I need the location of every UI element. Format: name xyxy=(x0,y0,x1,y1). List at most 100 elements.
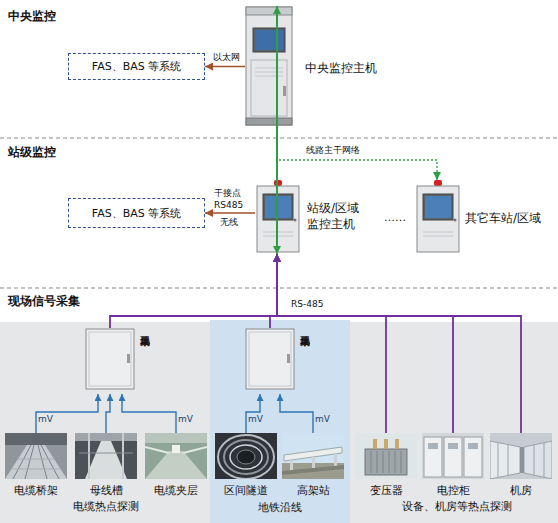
connector-label: mV xyxy=(178,415,193,425)
drawing-part xyxy=(417,186,459,252)
drawing-part xyxy=(86,329,134,389)
site-photo xyxy=(282,433,344,483)
box-text: FAS、BAS 等系统 xyxy=(92,206,181,221)
drawing-part xyxy=(75,433,137,441)
host-label: 中央监控主机 xyxy=(305,60,377,77)
drawing-part xyxy=(257,186,299,252)
connector-line xyxy=(277,254,386,433)
section-heading: 站级监控 xyxy=(8,146,56,159)
photo-illustration xyxy=(145,433,207,479)
site-photo: 电缆桥架 xyxy=(5,433,67,495)
drawing-part xyxy=(246,118,292,125)
drawing-part xyxy=(145,433,207,443)
drawing-part xyxy=(383,451,384,473)
box-text: FAS、BAS 等系统 xyxy=(92,59,181,74)
panel-illustration xyxy=(415,180,461,254)
drawing-part xyxy=(422,433,484,479)
drawing-part xyxy=(355,433,417,479)
drawing-part xyxy=(282,465,344,475)
drawing-part xyxy=(85,441,127,479)
connector-line xyxy=(205,66,245,68)
connector-line xyxy=(110,254,277,328)
drawing-part xyxy=(255,30,283,50)
connector-line xyxy=(205,212,255,214)
photo-illustration xyxy=(422,433,484,479)
host-label: 其它车站/区域 xyxy=(465,210,553,226)
connector-label: mV xyxy=(38,415,53,425)
drawing-part xyxy=(249,332,291,386)
site-photo xyxy=(490,433,552,483)
drawing-part xyxy=(255,76,283,77)
drawing-part xyxy=(251,60,287,116)
drawing-part xyxy=(520,447,524,473)
drawing-part xyxy=(255,68,283,69)
panel-illustration xyxy=(255,180,301,254)
drawing-part xyxy=(237,450,255,464)
drawing-part xyxy=(454,219,457,222)
panel-illustration xyxy=(255,180,301,258)
drawing-part xyxy=(218,435,274,479)
drawing-part xyxy=(127,354,130,363)
site-photo xyxy=(5,433,67,483)
drawing-part xyxy=(294,219,297,222)
connector-line xyxy=(122,394,176,433)
drawing-part xyxy=(423,232,453,233)
drawing-part xyxy=(5,433,67,445)
photo-caption: 电控柜 xyxy=(416,483,490,498)
drawing-part xyxy=(5,445,67,479)
photo-illustration xyxy=(215,433,277,479)
section-heading: 中央监控 xyxy=(8,10,56,23)
connector-label: RS-485 xyxy=(291,300,323,310)
drawing-part xyxy=(265,196,291,218)
connector-label: mV xyxy=(315,415,330,425)
connector-line xyxy=(106,394,110,433)
drawing-part xyxy=(274,180,282,186)
connector-line xyxy=(276,6,278,254)
drawing-part xyxy=(401,451,402,473)
drawing-part xyxy=(145,451,207,479)
drawing-part xyxy=(395,451,396,473)
drawing-part xyxy=(498,443,499,477)
cabinet-illustration xyxy=(245,6,293,126)
enclosure-illustration xyxy=(85,328,135,394)
drawing-part xyxy=(145,433,207,479)
connector-line xyxy=(270,254,277,328)
section-divider xyxy=(0,137,558,138)
drawing-part xyxy=(263,194,293,220)
drawing-part xyxy=(38,445,47,479)
drawing-part xyxy=(145,447,169,453)
host-label: 站级/区域 监控主机 xyxy=(307,200,369,232)
connector-line xyxy=(36,394,98,433)
drawing-part xyxy=(534,445,535,475)
drawing-part xyxy=(283,86,286,96)
drawing-part xyxy=(5,433,67,479)
drawing-part xyxy=(230,445,262,469)
drawing-part xyxy=(448,443,458,449)
drawing-part xyxy=(75,433,137,479)
drawing-part xyxy=(384,439,388,449)
drawing-part xyxy=(25,445,34,479)
band-label: 地铁沿线 xyxy=(210,500,350,515)
drawing-part xyxy=(246,7,292,15)
site-photo: 电缆夹层 xyxy=(145,433,207,495)
photo-caption: 电缆夹层 xyxy=(139,483,213,498)
drawing-part xyxy=(183,447,207,453)
group-label: 设备、机房等热点探测 xyxy=(380,501,534,513)
drawing-part xyxy=(464,437,482,477)
site-photo xyxy=(145,433,207,483)
drawing-part xyxy=(365,449,407,475)
photo-caption: 母线槽 xyxy=(69,483,143,498)
site-photo: 母线槽 xyxy=(75,433,137,495)
photo-caption: 高架站 xyxy=(276,483,350,498)
site-photo: 变压器 xyxy=(355,433,417,495)
connector-line xyxy=(246,394,260,433)
site-photo: 区间隧道 xyxy=(215,433,277,495)
station-host: 其它车站/区域 xyxy=(415,180,555,254)
central-host: 中央监控主机 xyxy=(245,6,380,126)
drawing-part xyxy=(172,445,180,453)
drawing-part xyxy=(424,437,442,477)
photo-illustration xyxy=(355,433,417,479)
drawing-part xyxy=(423,194,453,220)
